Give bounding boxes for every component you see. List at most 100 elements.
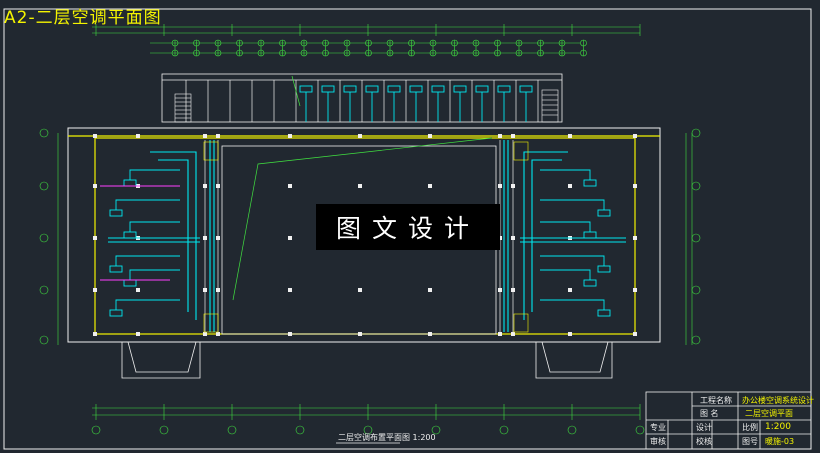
sheet-border <box>3 8 812 450</box>
column <box>633 288 637 292</box>
column <box>633 184 637 188</box>
axis-bubble <box>515 39 523 47</box>
axis-bubble <box>91 425 101 435</box>
axis-bubble <box>691 335 701 345</box>
air-outlet <box>597 209 611 217</box>
branch-duct <box>540 255 605 266</box>
axis-bubble <box>39 335 49 345</box>
column <box>633 134 637 138</box>
axis-bubble <box>193 49 200 57</box>
axis-bubble <box>558 39 566 47</box>
column <box>428 184 432 188</box>
axis-bubble <box>635 425 645 435</box>
number-value: 暖施-03 <box>765 437 795 446</box>
scale-label: 比例 <box>742 423 758 432</box>
column <box>136 332 140 336</box>
axis-bubble <box>580 49 587 57</box>
branch-duct <box>540 269 591 280</box>
upper-room-dividers <box>185 80 539 122</box>
magenta-pipe-runs <box>100 185 180 281</box>
lower-entrance-blocks <box>121 341 613 379</box>
column <box>568 184 572 188</box>
axis-bubble <box>365 39 372 47</box>
side-dimension-lines <box>57 133 693 345</box>
review-label: 审核 <box>650 437 666 446</box>
axis-bubble <box>691 128 701 138</box>
column <box>136 288 140 292</box>
axis-bubble <box>537 39 544 47</box>
air-outlet <box>123 231 137 239</box>
branch-duct <box>115 299 180 310</box>
column <box>633 332 637 336</box>
drawing-name-value: 二层空调平面 <box>745 409 793 418</box>
supply-duct-trunks <box>108 140 626 332</box>
axis-bubble <box>537 49 544 57</box>
upper-room-fan-coils <box>299 85 533 122</box>
axis-bubble <box>322 49 329 57</box>
axis-bubble <box>236 39 243 47</box>
axis-bubble <box>279 49 286 57</box>
top-axis-ticks <box>95 24 641 56</box>
check-label: 校核 <box>696 437 712 446</box>
axis-bubble <box>691 181 701 191</box>
branch-duct <box>540 199 605 210</box>
axis-bubble <box>159 425 169 435</box>
column <box>288 236 292 240</box>
axis-bubble <box>363 425 373 435</box>
column <box>428 332 432 336</box>
column <box>288 332 292 336</box>
air-outlet <box>123 279 137 287</box>
axis-bubble <box>39 128 49 138</box>
column <box>136 134 140 138</box>
top-axis-bubbles <box>171 39 587 57</box>
air-outlet <box>109 209 123 217</box>
column <box>93 236 97 240</box>
bottom-axis-ticks <box>95 404 641 420</box>
axis-bubble <box>322 39 329 47</box>
branch-duct <box>129 221 180 232</box>
project-value: 办公楼空调系统设计 <box>742 396 814 405</box>
column <box>428 288 432 292</box>
axis-bubble <box>227 425 237 435</box>
column <box>358 288 362 292</box>
axis-bubble <box>214 39 222 47</box>
branch-duct <box>540 169 591 180</box>
column <box>288 288 292 292</box>
design-label: 设计 <box>696 423 712 432</box>
branch-duct <box>129 169 180 180</box>
axis-bubble <box>691 285 701 295</box>
axis-bubble <box>171 39 179 47</box>
axis-bubble <box>408 49 415 57</box>
fan-coil-unit <box>343 85 357 93</box>
fan-coil-unit <box>321 85 335 93</box>
axis-bubble <box>39 285 49 295</box>
axis-bubble <box>499 425 509 435</box>
axis-bubble <box>257 39 265 47</box>
major-label: 专业 <box>650 423 666 432</box>
axis-bubble <box>300 49 308 57</box>
air-outlet <box>597 309 611 317</box>
column <box>358 332 362 336</box>
axis-bubble <box>39 181 49 191</box>
watermark-label: 图文设计 <box>316 204 500 250</box>
air-outlet <box>583 279 597 287</box>
title-block-frame <box>645 391 812 450</box>
axis-bubble <box>171 49 179 57</box>
column <box>358 184 362 188</box>
branch-duct <box>115 255 180 266</box>
leader-lines <box>232 75 493 301</box>
fan-coil-unit <box>299 85 313 93</box>
column <box>288 184 292 188</box>
axis-bubble <box>429 49 437 57</box>
left-branch-ducts <box>109 169 180 317</box>
project-label: 工程名称 <box>700 396 732 405</box>
axis-bubble <box>567 425 577 435</box>
scale-value: 1:200 <box>765 422 791 432</box>
column <box>93 332 97 336</box>
column <box>511 134 515 138</box>
axis-bubble <box>214 49 222 57</box>
axis-bubble <box>494 49 501 57</box>
air-outlet <box>583 231 597 239</box>
column <box>568 134 572 138</box>
